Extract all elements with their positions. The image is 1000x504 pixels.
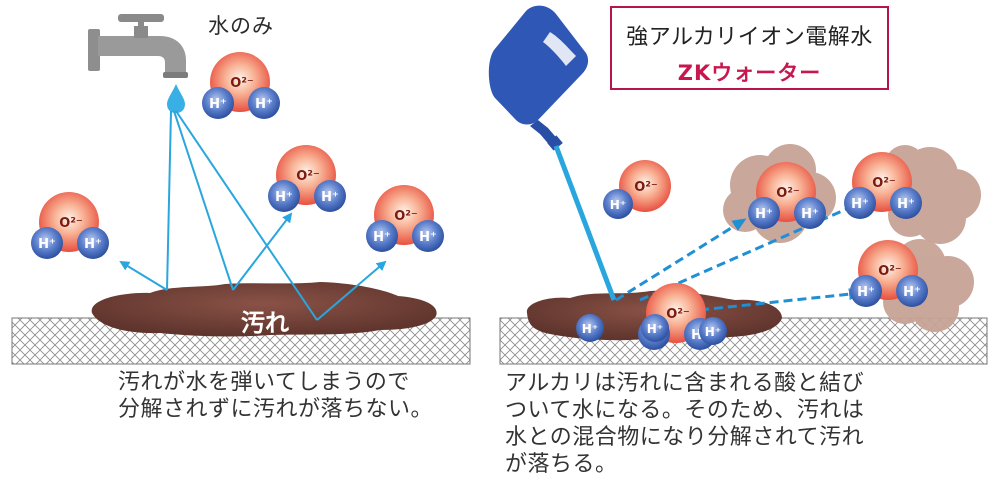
hydrogen-ion xyxy=(268,180,300,212)
water-molecule-4: O²⁻H⁺ H⁺ xyxy=(366,185,444,252)
product-title-box: 強アルカリイオン電解水 ZKウォーター xyxy=(610,6,889,90)
water-only-label: 水のみ xyxy=(208,14,274,38)
hydrogen-ion-label: H⁺ xyxy=(209,97,227,112)
oxide-ion-label: O²⁻ xyxy=(872,176,896,191)
oxide-ion-label: O²⁻ xyxy=(878,264,902,279)
oxide-ion-label: O²⁻ xyxy=(666,307,690,322)
hydrogen-ion-label: H⁺ xyxy=(851,197,869,212)
hydrogen-ion xyxy=(31,227,63,259)
oxide-ion-label: O²⁻ xyxy=(59,216,83,231)
oxide-ion-label: O²⁻ xyxy=(230,76,254,91)
hydrogen-ion xyxy=(412,220,444,252)
water-molecule-3: O²⁻H⁺ H⁺ xyxy=(31,192,109,259)
hydrogen-ion-label: H⁺ xyxy=(610,198,626,212)
left-caption: 汚れが水を弾いてしまうので 分解されずに汚れが落ちない。 xyxy=(118,370,434,422)
hydrogen-ion-label: H⁺ xyxy=(897,197,915,212)
ion-molecules: O²⁻H⁺H⁺O²⁻H⁺H⁺O²⁻H⁺H⁺O²⁻H⁺H⁺O²⁻H⁺H⁺O²⁻H⁺… xyxy=(31,52,928,350)
hydrogen-ion xyxy=(641,314,669,342)
product-title: 強アルカリイオン電解水 xyxy=(626,25,873,50)
oxide-ion-label: O²⁻ xyxy=(776,186,800,201)
dirt-label: 汚れ xyxy=(241,309,289,337)
free-ions-pair: O²⁻ H⁺ xyxy=(603,160,671,219)
hydrogen-ion xyxy=(576,314,604,342)
hydrogen-ion-label: H⁺ xyxy=(755,207,773,222)
oxide-ion-label: O²⁻ xyxy=(634,180,658,195)
hydrogen-ion-label: H⁺ xyxy=(801,207,819,222)
lone-hydrogen-ion-1: H⁺ xyxy=(576,314,604,342)
hydrogen-ion xyxy=(844,187,876,219)
water-molecule-2: O²⁻H⁺ H⁺ xyxy=(268,145,346,212)
hydrogen-ion xyxy=(850,275,882,307)
hydrogen-ion xyxy=(699,317,727,345)
faucet-icon xyxy=(88,14,188,78)
bottle-icon xyxy=(488,5,589,151)
hydrogen-ion-label: H⁺ xyxy=(857,285,875,300)
hydrogen-ion-label: H⁺ xyxy=(373,230,391,245)
oxide-ion-label: O²⁻ xyxy=(394,209,418,224)
dirt-stain-left xyxy=(91,282,437,337)
hydrogen-ion xyxy=(896,275,928,307)
hydrogen-ion-label: H⁺ xyxy=(321,190,339,205)
hydrogen-ion xyxy=(248,87,280,119)
hydrogen-ion xyxy=(202,87,234,119)
hydrogen-ion-label: H⁺ xyxy=(419,230,437,245)
oxide-ion-label: O²⁻ xyxy=(296,169,320,184)
hydrogen-ion-label: H⁺ xyxy=(255,97,273,112)
hydrogen-ion xyxy=(603,189,633,219)
hydrogen-ion-label: H⁺ xyxy=(647,322,663,336)
water-molecule-7: O²⁻H⁺ H⁺ xyxy=(850,240,928,307)
hydrogen-ion-label: H⁺ xyxy=(84,237,102,252)
water-molecule-1: O²⁻H⁺ H⁺ xyxy=(202,52,280,119)
hydrogen-ion-label: H⁺ xyxy=(582,322,598,336)
water-molecule-6: O²⁻H⁺ H⁺ xyxy=(844,152,922,219)
water-rays xyxy=(119,110,387,321)
hydrogen-ion xyxy=(748,197,780,229)
hydrogen-ion xyxy=(77,227,109,259)
lone-hydrogen-ion-3: H⁺ xyxy=(699,317,727,345)
hydrogen-ion xyxy=(890,187,922,219)
hydrogen-ion-label: H⁺ xyxy=(275,190,293,205)
water-drop-icon xyxy=(167,84,185,113)
hydrogen-ion-label: H⁺ xyxy=(903,285,921,300)
hydrogen-ion xyxy=(794,197,826,229)
right-caption: アルカリは汚れに含まれる酸と結び ついて水になる。そのため、汚れは 水との混合物… xyxy=(505,371,865,477)
product-subtitle: ZKウォーター xyxy=(677,61,822,85)
lone-hydrogen-ion-2: H⁺ xyxy=(641,314,669,342)
pour-stream xyxy=(553,145,617,301)
hydrogen-ion xyxy=(366,220,398,252)
water-molecule-5: O²⁻H⁺ H⁺ xyxy=(748,162,826,229)
hydrogen-ion-label: H⁺ xyxy=(38,237,56,252)
hydrogen-ion xyxy=(314,180,346,212)
hydrogen-ion-label: H⁺ xyxy=(705,325,721,339)
